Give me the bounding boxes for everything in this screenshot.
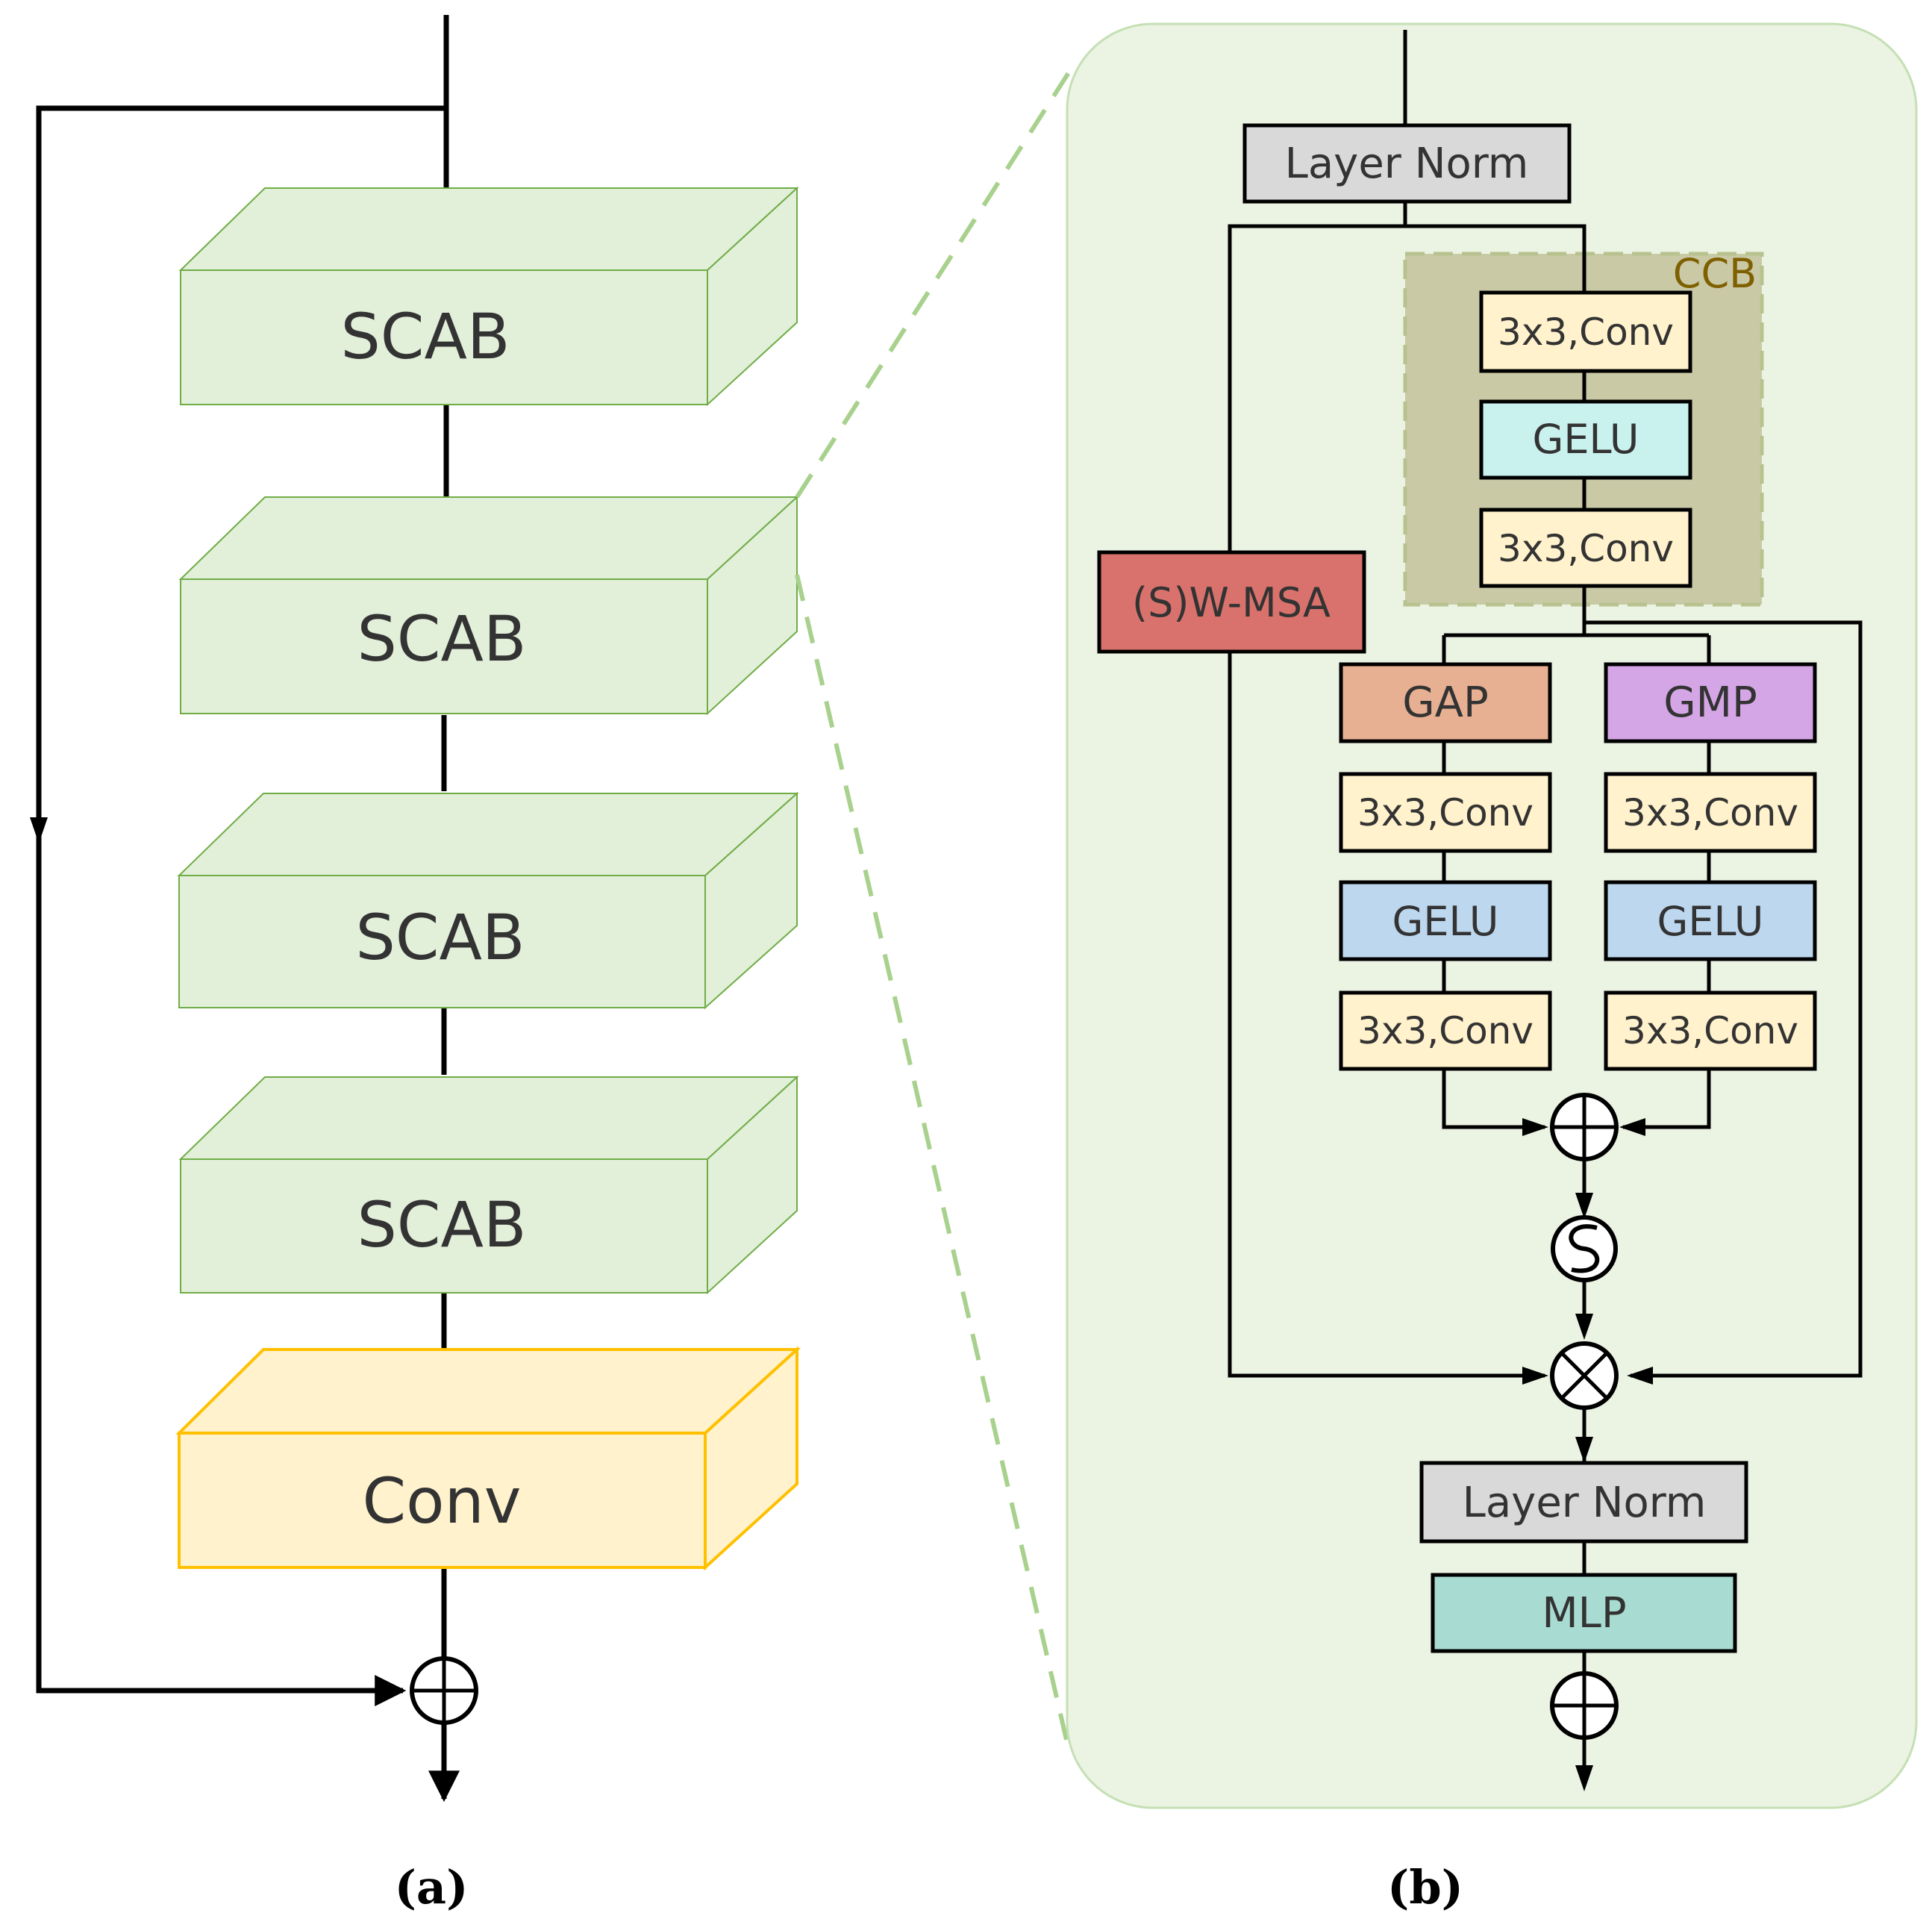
scab-label: SCAB	[355, 901, 525, 974]
right-conv-1: 3x3,Conv	[1604, 772, 1817, 853]
layer-norm-label: Layer Norm	[1285, 140, 1529, 188]
scab-label: SCAB	[357, 1188, 526, 1261]
mlp-label: MLP	[1542, 1589, 1626, 1638]
gelu-label: GELU	[1392, 898, 1499, 945]
panel-a: SCAB SCAB SCAB SCAB Conv	[30, 15, 801, 1915]
left-conv-2: 3x3,Conv	[1339, 990, 1552, 1071]
ccb-conv-1: 3x3,Conv	[1479, 290, 1692, 373]
zoom-connector	[795, 62, 1077, 499]
sigmoid-node	[1551, 1215, 1618, 1282]
scab-block: SCAB	[178, 495, 799, 716]
layer-norm-bottom: Layer Norm	[1419, 1461, 1748, 1544]
mlp-box: MLP	[1431, 1573, 1737, 1653]
arrowheads	[1522, 1118, 1653, 1791]
conv-label: 3x3,Conv	[1498, 527, 1674, 570]
ccb-conv-2: 3x3,Conv	[1479, 508, 1692, 588]
conv-block: Conv	[175, 1346, 801, 1571]
gelu-label: GELU	[1533, 416, 1639, 463]
left-conv-1: 3x3,Conv	[1339, 772, 1552, 853]
conv-label: Conv	[363, 1464, 522, 1538]
connections	[1228, 30, 1863, 1672]
right-conv-2: 3x3,Conv	[1604, 990, 1817, 1071]
gmp-box: GMP	[1604, 662, 1817, 743]
left-gelu: GELU	[1339, 880, 1552, 961]
scab-block: SCAB	[178, 1075, 799, 1295]
layer-norm-top: Layer Norm	[1242, 123, 1572, 204]
gap-box: GAP	[1339, 662, 1552, 743]
conv-label: 3x3,Conv	[1357, 791, 1534, 834]
ccb-label: CCB	[1673, 250, 1757, 297]
gelu-label: GELU	[1657, 898, 1764, 945]
skip-arrowhead	[30, 817, 48, 843]
zoom-connector	[795, 574, 1069, 1744]
add-node	[1550, 1671, 1619, 1740]
add-node	[1550, 1093, 1619, 1161]
scab-block: SCAB	[177, 791, 799, 1010]
wmsa-box: (S)W-MSA	[1097, 550, 1366, 654]
caption-b: (b)	[1387, 1860, 1463, 1915]
ccb-gelu: GELU	[1479, 399, 1692, 480]
layer-norm-label: Layer Norm	[1463, 1479, 1707, 1527]
caption-a: (a)	[395, 1860, 469, 1915]
scab-label: SCAB	[357, 602, 526, 675]
panel-b: CCB	[1066, 22, 1918, 1915]
conv-label: 3x3,Conv	[1357, 1009, 1534, 1052]
gmp-label: GMP	[1663, 678, 1757, 727]
scab-block: SCAB	[178, 186, 799, 407]
conv-label: 3x3,Conv	[1498, 311, 1674, 354]
scab-label: SCAB	[340, 300, 510, 373]
conv-label: 3x3,Conv	[1622, 1009, 1798, 1052]
right-gelu: GELU	[1604, 880, 1817, 961]
skip-connection	[36, 105, 446, 1706]
conv-label: 3x3,Conv	[1622, 791, 1798, 834]
wmsa-label: (S)W-MSA	[1132, 579, 1331, 626]
multiply-node	[1550, 1341, 1619, 1410]
add-node	[410, 1656, 478, 1725]
gap-label: GAP	[1402, 678, 1488, 727]
